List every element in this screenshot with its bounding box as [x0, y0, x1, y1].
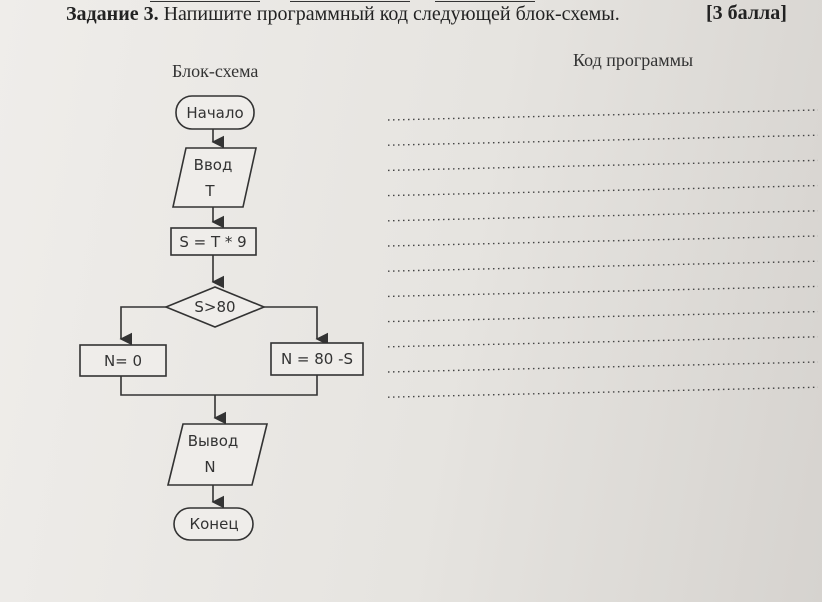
answer-line — [387, 235, 819, 247]
end-terminal — [173, 507, 254, 541]
answer-line — [387, 210, 819, 222]
merge-right-line — [215, 375, 318, 396]
answer-line — [387, 260, 819, 272]
merge-left-line — [120, 376, 215, 396]
answer-line — [387, 336, 819, 348]
output-label-line2: N — [204, 458, 215, 476]
task-number: Задание 3. — [66, 3, 159, 25]
input-parallelogram — [172, 147, 257, 208]
answer-line — [387, 386, 819, 398]
condition-label: S>80 — [194, 298, 235, 316]
branch-left-label: N= 0 — [104, 352, 142, 370]
answer-line — [387, 285, 819, 298]
task-score: [3 балла] — [706, 2, 787, 24]
branch-left-line — [119, 306, 166, 346]
answer-line — [387, 184, 819, 197]
branch-right-label: N = 80 -S — [281, 350, 353, 368]
flowchart-label: Блок-схема — [172, 61, 259, 81]
answer-line — [387, 109, 819, 121]
answer-line — [387, 159, 819, 172]
branch-left-box — [79, 344, 167, 377]
branch-right-line — [264, 306, 329, 346]
branch-right-box — [270, 342, 364, 376]
end-label: Конец — [189, 515, 238, 533]
answer-line — [387, 310, 819, 323]
answer-line — [387, 134, 819, 146]
input-label-line2: T — [204, 182, 215, 200]
top-underline — [150, 0, 550, 4]
output-label-line1: Вывод — [188, 432, 239, 450]
output-parallelogram — [166, 423, 269, 486]
input-label-line1: Ввод — [194, 156, 233, 174]
program-code-label: Код программы — [573, 50, 694, 70]
start-label: Начало — [186, 104, 243, 122]
task-text: Напишите программный код следующей блок-… — [158, 3, 620, 25]
task-heading: Задание 3. Напишите программный код след… — [66, 3, 620, 26]
condition-diamond — [163, 286, 267, 328]
start-terminal — [175, 95, 255, 130]
answer-line — [387, 361, 819, 373]
process-label: S = T * 9 — [179, 233, 246, 251]
process-box — [170, 227, 257, 256]
